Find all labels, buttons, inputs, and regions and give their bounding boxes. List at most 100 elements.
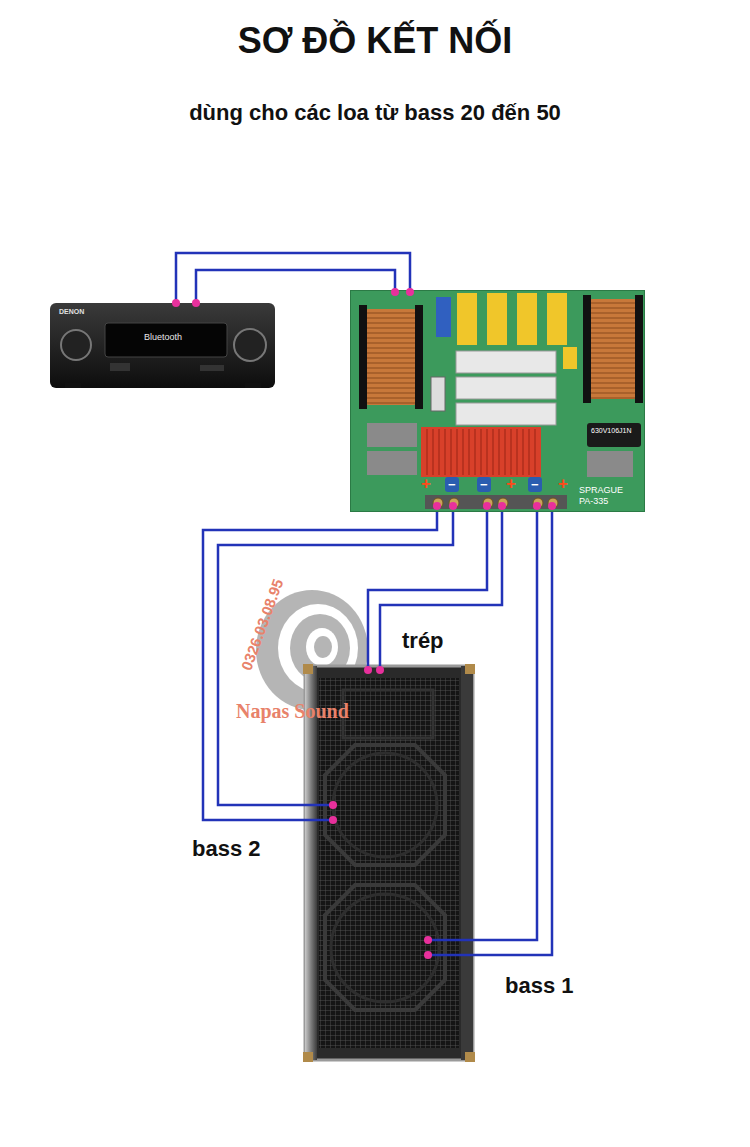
- art-part: [465, 1052, 475, 1062]
- coil-winding: [367, 387, 415, 388]
- brand-text: DENON: [59, 308, 84, 315]
- volume-knob: [234, 329, 266, 361]
- inductor-winding: [523, 429, 524, 475]
- art-part: [331, 894, 439, 1002]
- art-part: [424, 951, 432, 959]
- inductor-winding: [445, 429, 446, 475]
- capacitor: [587, 451, 633, 477]
- driver-label: bass 2: [192, 836, 261, 862]
- terminal-screw: [433, 498, 443, 508]
- capacitor: [457, 293, 477, 345]
- art-part: [203, 512, 437, 820]
- art-part: [364, 666, 372, 674]
- coil-winding: [591, 332, 635, 333]
- speaker-cabinet: [303, 664, 475, 1062]
- art-part: [218, 512, 453, 805]
- coil-winding: [591, 347, 635, 348]
- coil-winding: [591, 322, 635, 323]
- polarity-plus: +: [421, 474, 431, 494]
- button: [200, 365, 224, 371]
- art-part: [290, 614, 350, 682]
- display-text: Bluetooth: [144, 332, 182, 342]
- polarity-minus: −: [445, 477, 459, 492]
- speaker-wires: [203, 512, 552, 955]
- capacitor: [367, 451, 417, 475]
- coil-winding: [591, 327, 635, 328]
- coil-winding: [367, 392, 415, 393]
- art-part: [380, 512, 502, 670]
- switch: [431, 377, 445, 411]
- inductor-winding: [457, 429, 458, 475]
- art-part: [424, 936, 432, 944]
- diagram-title: SƠ ĐỒ KẾT NỐI: [0, 20, 750, 62]
- inductor-winding: [451, 429, 452, 475]
- coil-bracket: [415, 305, 423, 409]
- inductor-winding: [469, 429, 470, 475]
- art-part: [172, 299, 180, 307]
- coil-bracket: [359, 305, 367, 409]
- coil-bracket: [635, 295, 643, 403]
- coil-winding: [367, 397, 415, 398]
- art-part: [433, 502, 441, 510]
- coil-winding: [367, 402, 415, 403]
- art-part: [329, 816, 337, 824]
- coil-winding: [591, 307, 635, 308]
- coil-winding: [367, 322, 415, 323]
- art-part: [498, 502, 506, 510]
- inductor-winding: [493, 429, 494, 475]
- inductor-winding: [511, 429, 512, 475]
- art-part: [428, 512, 552, 955]
- art-part: [343, 690, 433, 738]
- art-part: [333, 753, 437, 857]
- coil-winding: [591, 362, 635, 363]
- coil-winding: [591, 302, 635, 303]
- inductor-winding: [433, 429, 434, 475]
- art-part: [303, 1052, 313, 1062]
- coil-winding: [591, 387, 635, 388]
- inductor-winding: [439, 429, 440, 475]
- resistor: [456, 351, 556, 373]
- art-part: [314, 636, 332, 658]
- coil-winding: [367, 367, 415, 368]
- terminal-screw: [498, 498, 508, 508]
- terminal-screw: [483, 498, 493, 508]
- board-model: SPRAGUE PA-335: [579, 485, 631, 507]
- foot: [245, 383, 261, 388]
- coil-winding: [591, 337, 635, 338]
- capacitor: [436, 297, 451, 337]
- art-part: [325, 885, 445, 1010]
- art-part: [449, 502, 457, 510]
- art-part: [303, 664, 313, 674]
- crossover-board-art: [351, 291, 644, 511]
- coil-winding: [367, 337, 415, 338]
- coil-winding: [591, 352, 635, 353]
- subtitle: dùng cho các loa từ bass 20 đến 50: [0, 100, 750, 126]
- art-part: [406, 288, 414, 296]
- coil-winding: [367, 332, 415, 333]
- art-part: [465, 664, 475, 674]
- art-part: [192, 299, 200, 307]
- foot: [65, 383, 81, 388]
- terminal-screw: [548, 498, 558, 508]
- terminal-screw: [449, 498, 459, 508]
- polarity-minus: −: [477, 477, 491, 492]
- coil-winding: [367, 377, 415, 378]
- coil-winding: [591, 397, 635, 398]
- button: [110, 363, 130, 371]
- art-part: [428, 512, 537, 940]
- art-part: [305, 666, 473, 1060]
- inductor-winding: [505, 429, 506, 475]
- coil-winding: [367, 317, 415, 318]
- art-part: [548, 502, 556, 510]
- inductor-winding: [499, 429, 500, 475]
- coil-winding: [367, 372, 415, 373]
- display: [105, 323, 227, 357]
- inductor-winding: [487, 429, 488, 475]
- art-part: [391, 288, 399, 296]
- coil-winding: [367, 347, 415, 348]
- amplifier-art: [50, 303, 275, 388]
- coil: [365, 309, 417, 405]
- coil-winding: [367, 352, 415, 353]
- crossover-board: SPRAGUE PA-335: [350, 290, 645, 512]
